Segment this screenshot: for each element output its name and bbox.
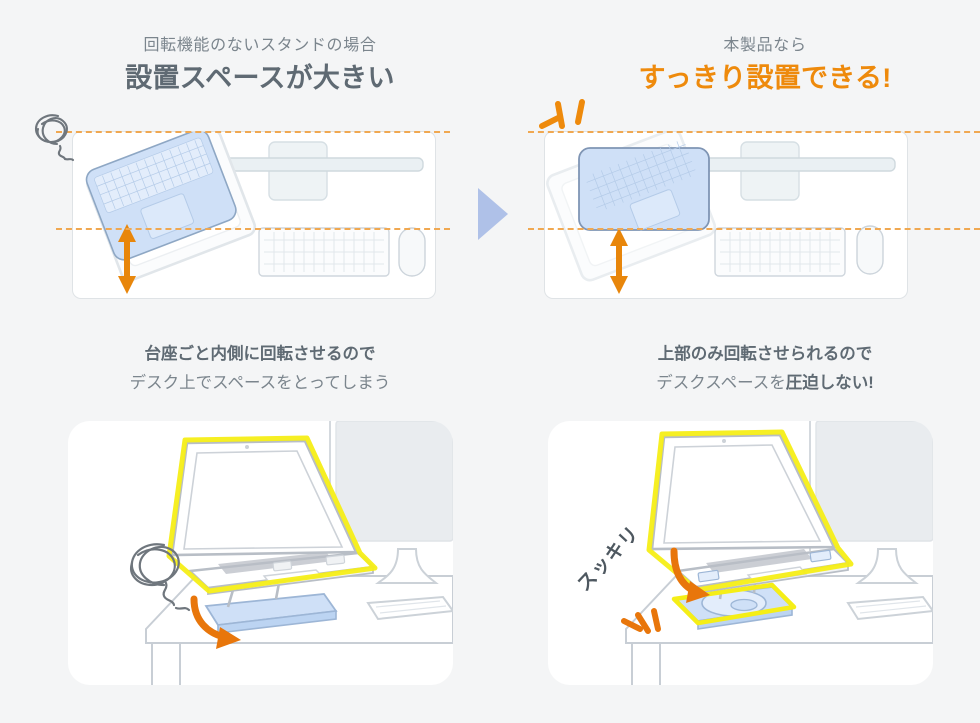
laptop-top-view bbox=[85, 132, 237, 261]
mouse-top-view bbox=[856, 225, 884, 275]
right-column-header: 本製品なら すっきり設置できる! bbox=[545, 34, 980, 96]
keyboard-top-view bbox=[258, 227, 390, 277]
span-arrow-head-down bbox=[118, 276, 136, 294]
keyboard-top-view bbox=[714, 227, 846, 277]
span-arrow-head-up bbox=[610, 228, 628, 246]
laptop-lid bbox=[170, 439, 359, 557]
side-keyboard bbox=[366, 595, 453, 621]
mouse-top-view bbox=[398, 227, 426, 277]
side-monitor-stand bbox=[374, 548, 439, 584]
curved-rotation-arrow-icon bbox=[670, 547, 710, 603]
curved-rotation-arrow-icon bbox=[190, 595, 241, 649]
sparkle-marks-icon bbox=[536, 96, 592, 138]
desk-top-view-panel-left bbox=[72, 131, 436, 299]
left-column-header: 回転機能のないスタンドの場合 設置スペースが大きい bbox=[40, 34, 480, 96]
right-caption: 上部のみ回転させられるので デスクスペースを圧迫しない! bbox=[545, 340, 980, 398]
dashed-guide-line-bottom-right bbox=[528, 228, 980, 230]
right-headline: すっきり設置できる! bbox=[638, 63, 892, 93]
right-caption-bold: 上部のみ回転させられるので bbox=[657, 345, 873, 363]
right-kicker: 本製品なら bbox=[723, 37, 807, 54]
yellow-highlight-base bbox=[671, 582, 797, 626]
left-headline: 設置スペースが大きい bbox=[125, 63, 395, 93]
background-monitor bbox=[335, 421, 453, 542]
side-monitor-stand bbox=[854, 548, 919, 584]
left-caption: 台座ごと内側に回転させるので デスク上でスペースをとってしまう bbox=[40, 340, 480, 398]
yellow-highlight-outline bbox=[166, 435, 378, 594]
left-kicker: 回転機能のないスタンドの場合 bbox=[143, 37, 377, 54]
span-arrow-head-down bbox=[610, 276, 628, 294]
illustration-card-right bbox=[548, 421, 933, 685]
laptop-lid bbox=[650, 433, 837, 551]
stand-base-blue bbox=[204, 593, 338, 634]
background-monitor bbox=[815, 421, 933, 542]
right-caption-emphasis: 圧迫しない! bbox=[785, 373, 874, 392]
laptop-top-view bbox=[578, 141, 710, 231]
monitor-top-view bbox=[172, 141, 424, 201]
sparkle-marks-icon bbox=[621, 608, 661, 634]
desk-top-view-panel-right bbox=[544, 131, 908, 299]
left-caption-bold: 台座ごと内側に回転させるので bbox=[144, 345, 376, 363]
desk-leg bbox=[151, 643, 181, 685]
span-arrow-head-up bbox=[118, 224, 136, 242]
dashed-guide-line-bottom-left bbox=[56, 228, 450, 230]
scribble-doodle-icon bbox=[130, 543, 191, 612]
triangle-right-icon bbox=[472, 186, 514, 242]
side-keyboard bbox=[846, 595, 933, 621]
left-caption-rest: デスク上でスペースをとってしまう bbox=[129, 373, 391, 392]
dashed-guide-line-top-left bbox=[56, 131, 450, 133]
right-caption-plain: デスクスペースを bbox=[656, 373, 786, 392]
scribble-doodle-icon bbox=[28, 110, 90, 166]
dashed-guide-line-top-right bbox=[528, 131, 980, 133]
illustration-card-left bbox=[68, 421, 453, 685]
desk-leg bbox=[631, 643, 661, 685]
